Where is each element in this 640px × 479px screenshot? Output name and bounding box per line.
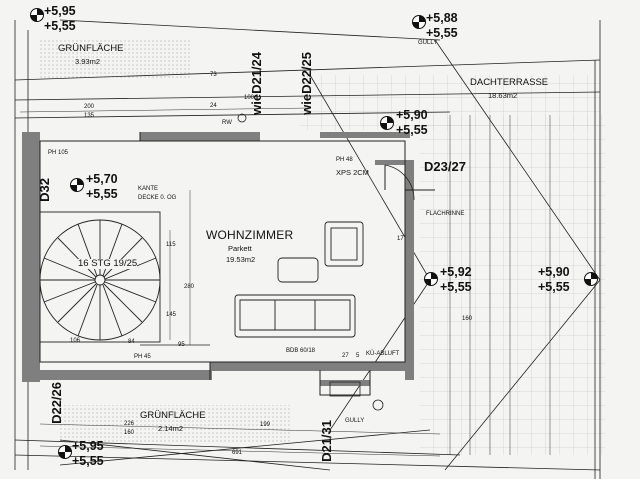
note-kante-2: DECKE 0. OG — [138, 195, 177, 201]
level-marker-icon — [58, 445, 72, 459]
roof-ridge-lines — [59, 19, 601, 471]
detail-ref-d22-26: D22/26 — [49, 382, 64, 424]
spiral-staircase — [39, 211, 161, 343]
green-area-top-hatch — [40, 40, 190, 80]
detail-ref-d32: D32 — [37, 178, 52, 202]
level-r2-bottom: +5,55 — [538, 280, 570, 294]
dim-226: 226 — [124, 421, 135, 427]
level-marker-icon — [424, 272, 438, 286]
room-gruenflaeche-top-area: 3.93m2 — [75, 57, 101, 66]
wall-niche — [237, 113, 384, 411]
dim-199: 199 — [260, 422, 271, 428]
note-flachrinne: FLACHRINNE — [426, 211, 465, 217]
room-gruenflaeche-bottom-area: 2.14m2 — [158, 424, 184, 433]
detail-ref-wie-d22-25: wieD22/25 — [299, 52, 314, 115]
dim-200: 200 — [84, 104, 95, 110]
door-swing — [140, 164, 415, 346]
coffee-table — [277, 257, 319, 283]
level-marker-icon — [380, 116, 394, 130]
level-marker-icon — [30, 8, 44, 22]
dimension-lines — [19, 107, 551, 457]
outline-lines — [14, 20, 601, 479]
dim-27: 27 — [342, 353, 349, 359]
room-gruenflaeche-bottom-name: GRÜNFLÄCHE — [140, 410, 206, 421]
terrace-tile-grid — [420, 115, 605, 455]
level-marker-icon — [412, 15, 426, 29]
note-xps: XPS 2CM — [336, 168, 369, 177]
level-tr-top: +5,88 — [426, 11, 458, 25]
level-bl-bottom: +5,55 — [72, 454, 104, 468]
level-left-bottom: +5,55 — [86, 187, 118, 201]
dim-24: 24 — [210, 103, 217, 109]
dim-160b: 160 — [124, 430, 135, 436]
level-marker-icon — [584, 272, 598, 286]
walls — [22, 132, 414, 386]
note-kue-abluft: KÜ-ABLUFT — [366, 351, 400, 357]
dim-73: 73 — [210, 72, 217, 78]
note-rw: RW — [222, 120, 232, 126]
dim-95: 95 — [178, 342, 185, 348]
level-mid-top: +5,90 — [396, 108, 428, 122]
level-tr-bottom: +5,55 — [426, 26, 458, 40]
dim-280: 280 — [184, 284, 195, 290]
note-gully-top: GULLY — [418, 40, 438, 46]
room-gruenflaeche-top-name: GRÜNFLÄCHE — [58, 43, 124, 54]
dim-106: 106 — [70, 338, 81, 344]
detail-ref-d23-27: D23/27 — [424, 159, 466, 174]
room-dachterrasse-name: DACHTERRASSE — [470, 77, 549, 88]
level-marker-icon — [70, 178, 84, 192]
green-area-bottom-hatch — [60, 405, 290, 443]
level-r1-top: +5,92 — [440, 265, 472, 279]
level-left-top: +5,70 — [86, 172, 118, 186]
dim-135: 135 — [84, 113, 95, 119]
room-wohnzimmer-area: 19.53m2 — [226, 255, 256, 264]
dim-145: 145 — [166, 312, 177, 318]
level-tl-bottom: +5,55 — [44, 19, 76, 33]
note-bdb: BDB 60/18 — [286, 348, 316, 354]
dim-160: 160 — [462, 316, 473, 322]
room-wohnzimmer-name: WOHNZIMMER — [206, 228, 294, 242]
furniture — [234, 221, 364, 338]
level-tl-top: +5,95 — [44, 4, 76, 18]
dim-115: 115 — [166, 242, 176, 248]
room-dachterrasse-area: 18.63m2 — [488, 91, 518, 100]
level-r2-top: +5,90 — [538, 265, 570, 279]
note-ph105: PH 105 — [48, 150, 69, 156]
detail-ref-d21-31: D21/31 — [319, 420, 334, 462]
dim-84: 84 — [128, 339, 135, 345]
level-mid-bottom: +5,55 — [396, 123, 428, 137]
room-wohnzimmer-floor: Parkett — [228, 244, 252, 253]
dim-691: 691 — [232, 450, 243, 456]
level-r1-bottom: +5,55 — [440, 280, 472, 294]
note-ph48: PH 48 — [336, 157, 353, 163]
detail-ref-wie-d21-24: wieD21/24 — [249, 52, 264, 115]
dim-100: 100 — [244, 95, 255, 101]
stairs-label: 16 STG 19/25 — [78, 258, 138, 269]
note-gully-bottom: GULLY — [345, 418, 365, 424]
level-bl-top: +5,95 — [72, 439, 104, 453]
dim-5: 5 — [356, 353, 360, 359]
note-ph45: PH 45 — [134, 354, 151, 360]
note-kante-1: KANTE — [138, 186, 159, 192]
dim-17: 17 — [397, 236, 404, 242]
